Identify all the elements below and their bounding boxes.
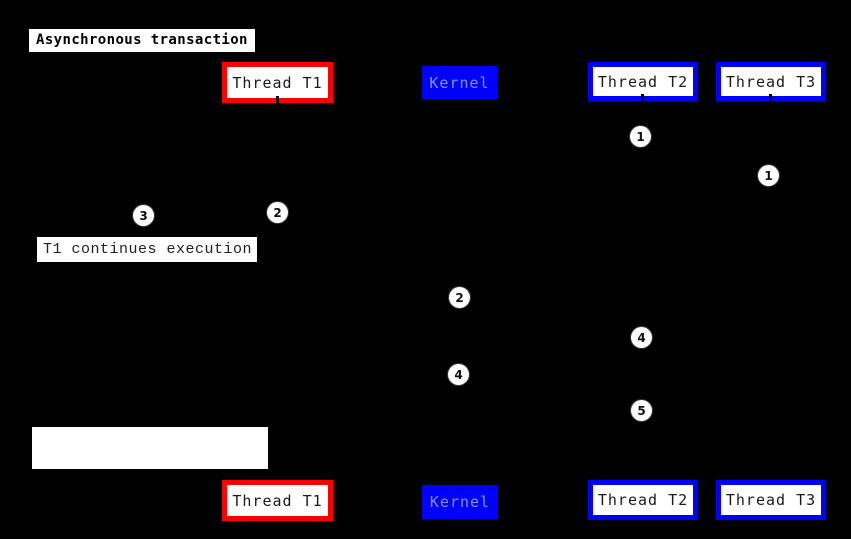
participant-kernel-top-label: Kernel xyxy=(429,73,490,92)
sequence-number-badge: 2 xyxy=(449,287,470,308)
lifeline-stub-t3-top xyxy=(769,94,772,102)
note-bottom-left-empty xyxy=(32,427,268,469)
participant-thread-t2-top-label: Thread T2 xyxy=(597,72,689,91)
lifeline-stub-t2-top xyxy=(641,94,644,102)
sequence-number-badge: 1 xyxy=(630,126,651,147)
participant-thread-t3-bottom: Thread T3 xyxy=(716,480,826,520)
participant-thread-t3-bottom-label: Thread T3 xyxy=(725,491,817,509)
diagram-title: Asynchronous transaction xyxy=(29,29,255,52)
sequence-number-badge: 4 xyxy=(448,364,469,385)
participant-thread-t3-top-label: Thread T3 xyxy=(725,72,817,91)
participant-thread-t1-bottom: Thread T1 xyxy=(222,480,333,521)
sequence-number-badge: 5 xyxy=(631,400,652,421)
participant-thread-t2-bottom: Thread T2 xyxy=(588,480,698,520)
sequence-number-badge: 4 xyxy=(631,327,652,348)
lifeline-stub-t1-top xyxy=(276,96,279,104)
sequence-number-badge: 1 xyxy=(758,165,779,186)
participant-thread-t1-bottom-label: Thread T1 xyxy=(232,491,323,510)
participant-thread-t1-top-label: Thread T1 xyxy=(232,73,323,92)
participant-kernel-bottom: Kernel xyxy=(422,485,498,519)
participant-thread-t2-bottom-label: Thread T2 xyxy=(597,491,689,509)
sequence-number-badge: 2 xyxy=(267,202,288,223)
participant-kernel-bottom-label: Kernel xyxy=(429,493,491,511)
note-t1-continues-execution: T1 continues execution xyxy=(37,237,257,262)
sequence-number-badge: 3 xyxy=(133,205,154,226)
participant-kernel-top: Kernel xyxy=(422,66,497,99)
